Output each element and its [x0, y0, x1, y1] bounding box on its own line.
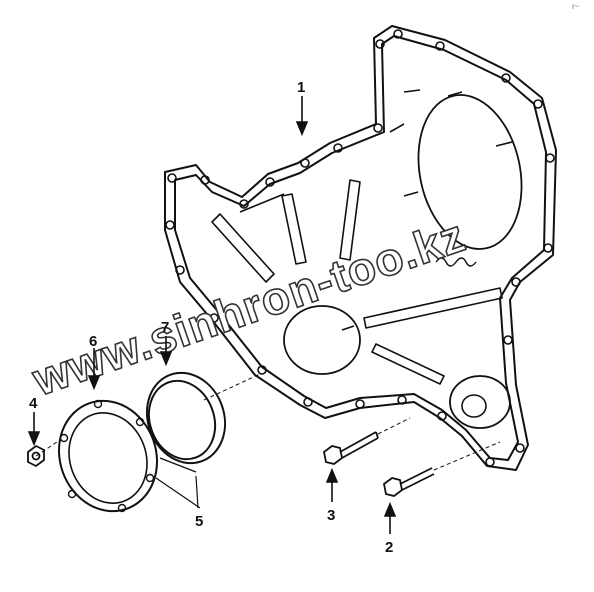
gasket-bolt-holes — [165, 29, 555, 467]
upper-opening — [417, 94, 523, 250]
assembly-lines — [35, 373, 501, 471]
gasket-dowel-pins — [341, 89, 513, 331]
arrow-1 — [295, 96, 309, 137]
callout-5-leaders — [155, 475, 201, 509]
callout-arrows — [27, 96, 397, 534]
arrow-2 — [383, 501, 397, 534]
lower-boss-outer — [449, 375, 511, 429]
callout-6: 6 — [89, 333, 97, 350]
bolt-part-3 — [323, 431, 379, 465]
arrow-6 — [87, 348, 101, 391]
callout-7: 7 — [161, 319, 169, 336]
arrow-3 — [325, 467, 339, 502]
arrow-4 — [27, 412, 41, 447]
spring-clip — [435, 257, 477, 267]
nut — [27, 444, 45, 468]
gasket-ribs — [211, 179, 503, 385]
bolt-part-2 — [383, 467, 435, 497]
callout-3: 3 — [327, 507, 335, 524]
seal-ring — [145, 371, 227, 473]
callout-5: 5 — [195, 513, 203, 530]
callout-1: 1 — [297, 79, 305, 96]
callout-4: 4 — [29, 395, 38, 412]
corner-mark: r~ — [572, 2, 580, 11]
callout-2: 2 — [385, 539, 393, 556]
cover-plate — [57, 399, 159, 513]
arrow-7 — [159, 336, 173, 367]
lower-boss-inner — [461, 394, 487, 418]
front-cover-gasket — [164, 25, 557, 471]
center-opening — [283, 305, 361, 375]
